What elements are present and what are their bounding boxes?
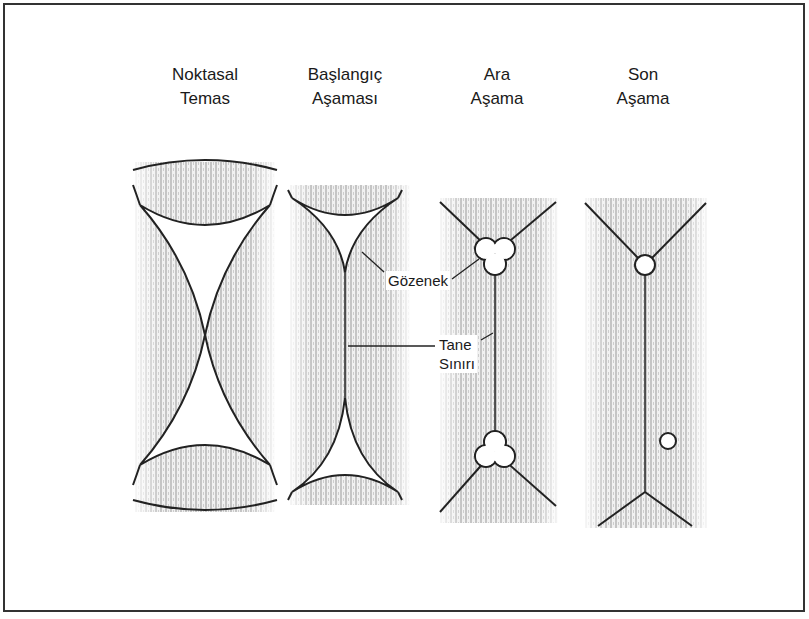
leader-lines (348, 252, 493, 346)
stage-title: Ara Aşama (471, 63, 524, 111)
initial-stage-panel (288, 185, 410, 505)
pore (475, 431, 515, 467)
stage-title: Başlangıç Aşaması (308, 63, 383, 111)
label-anchor: Başlangıç Aşaması (308, 63, 383, 111)
label-anchor: Noktasal Temas (172, 63, 238, 111)
label-anchor: Gözenek (386, 271, 450, 290)
final-stage-panel (585, 198, 707, 528)
grain-boundary-callout: Tane Sınırı (437, 335, 477, 373)
label-anchor: Son Aşama (617, 63, 670, 111)
point-contact-panel (133, 160, 277, 512)
stage-title: Son Aşama (617, 63, 670, 111)
pore-callout: Gözenek (386, 271, 450, 290)
pore (660, 433, 676, 449)
pore (635, 255, 655, 275)
stage-title: Noktasal Temas (172, 63, 238, 111)
outer-frame (4, 4, 804, 611)
label-anchor: Tane Sınırı (437, 335, 477, 373)
label-anchor: Ara Aşama (471, 63, 524, 111)
pore (475, 238, 515, 275)
